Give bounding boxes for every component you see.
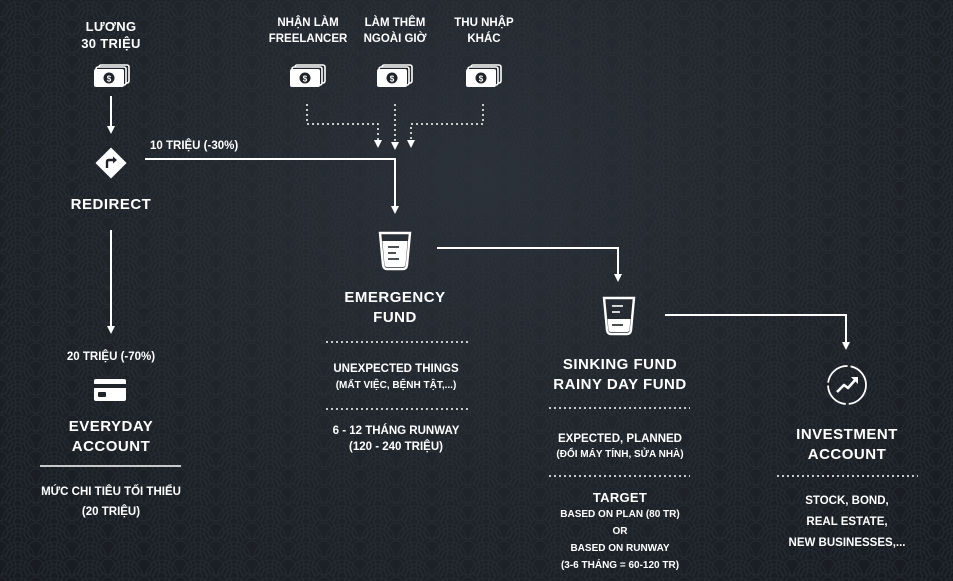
investment-description: STOCK, BOND, REAL ESTATE, NEW BUSINESSES… xyxy=(757,491,937,554)
sinking-title: SINKING FUND RAINY DAY FUND xyxy=(530,355,710,395)
salary-label-line1: LƯƠNG xyxy=(85,19,137,34)
freelancer-label-line2: FREELANCER xyxy=(268,33,348,45)
money-stack-icon: $ xyxy=(466,64,502,87)
svg-text:$: $ xyxy=(390,75,395,84)
arrow-emergency-to-sinking xyxy=(437,247,622,282)
sinking-title-line1: SINKING FUND xyxy=(562,356,678,373)
other-income-label: THU NHẬP KHÁC xyxy=(434,15,534,47)
flow-label-emergency: 10 TRIỆU (-30%) xyxy=(150,140,239,152)
arrow-sinking-to-investment xyxy=(665,314,850,350)
sinking-desc-line2: (ĐỔI MÁY TÍNH, SỬA NHÀ) xyxy=(556,449,684,460)
dotted-freelancer-feed xyxy=(306,104,382,148)
everyday-title-line2: ACCOUNT xyxy=(71,438,151,455)
sinking-target-line3: BASED ON RUNWAY xyxy=(570,543,670,554)
emergency-description: UNEXPECTED THINGS (MẤT VIỆC, BỆNH TẬT,..… xyxy=(300,361,492,395)
investment-desc-line3: NEW BUSINESSES,... xyxy=(788,537,906,549)
investment-desc-line2: REAL ESTATE, xyxy=(806,516,888,528)
emergency-desc-line2: (MẤT VIỆC, BỆNH TẬT,...) xyxy=(335,380,457,391)
sinking-target-line1: BASED ON PLAN (80 TR) xyxy=(560,509,680,520)
sinking-title-line2: RAINY DAY FUND xyxy=(553,376,687,393)
redirect-label: REDIRECT xyxy=(70,196,152,213)
sinking-description: EXPECTED, PLANNED (ĐỔI MÁY TÍNH, SỬA NHÀ… xyxy=(525,431,715,462)
investment-title-line1: INVESTMENT xyxy=(796,426,898,443)
measuring-cup-low-icon xyxy=(602,296,636,336)
everyday-desc-line2: (20 TRIỆU) xyxy=(81,506,141,518)
everyday-description: MỨC CHI TIÊU TỐI THIỂU (20 TRIỆU) xyxy=(16,482,206,522)
money-stack-icon: $ xyxy=(94,64,130,87)
everyday-title: EVERYDAY ACCOUNT xyxy=(31,417,191,457)
sinking-desc-line1: EXPECTED, PLANNED xyxy=(558,433,682,445)
freelancer-label-line1: NHẬN LÀM xyxy=(277,17,339,29)
other-income-label-line1: THU NHẬP xyxy=(454,17,514,29)
emergency-title: EMERGENCY FUND xyxy=(315,288,475,328)
money-stack-icon: $ xyxy=(290,64,326,87)
investment-title: INVESTMENT ACCOUNT xyxy=(767,425,927,465)
svg-text:$: $ xyxy=(303,75,308,84)
emergency-runway: 6 - 12 THÁNG RUNWAY (120 - 240 TRIỆU) xyxy=(300,423,492,455)
emergency-runway-line1: 6 - 12 THÁNG RUNWAY xyxy=(332,425,460,437)
overtime-label-line1: LÀM THÊM xyxy=(364,17,426,29)
freelancer-label: NHẬN LÀM FREELANCER xyxy=(256,15,360,47)
sinking-target-line4: (3-6 THÁNG = 60-120 TR) xyxy=(560,560,680,571)
everyday-title-line1: EVERYDAY xyxy=(68,418,154,435)
arrow-redirect-to-emergency xyxy=(145,158,399,214)
dotted-other-feed xyxy=(407,104,484,148)
emergency-title-line1: EMERGENCY xyxy=(344,289,446,306)
overtime-label: LÀM THÊM NGOÀI GIỜ xyxy=(345,15,445,47)
growth-chart-icon xyxy=(827,365,867,405)
overtime-label-line2: NGOÀI GIỜ xyxy=(363,33,427,45)
emergency-title-line2: FUND xyxy=(373,309,417,326)
investment-desc-line1: STOCK, BOND, xyxy=(805,495,889,507)
salary-label-line2: 30 TRIỆU xyxy=(81,36,141,51)
other-income-label-line2: KHÁC xyxy=(467,33,501,45)
emergency-desc-line1: UNEXPECTED THINGS xyxy=(333,363,459,375)
investment-title-line2: ACCOUNT xyxy=(807,446,887,463)
flow-label-everyday: 20 TRIỆU (-70%) xyxy=(66,351,156,363)
everyday-desc-line1: MỨC CHI TIÊU TỐI THIỂU xyxy=(41,486,181,498)
sinking-target: TARGET BASED ON PLAN (80 TR) OR BASED ON… xyxy=(520,489,720,574)
sinking-target-title: TARGET xyxy=(592,490,648,505)
emergency-runway-line2: (120 - 240 TRIỆU) xyxy=(349,441,443,453)
salary-label: LƯƠNG 30 TRIỆU xyxy=(61,18,161,52)
redirect-sign-icon xyxy=(95,147,127,179)
sinking-target-line2: OR xyxy=(612,526,628,537)
svg-text:$: $ xyxy=(107,75,112,84)
money-stack-icon: $ xyxy=(377,64,413,87)
measuring-cup-high-icon xyxy=(378,231,412,271)
credit-card-icon xyxy=(94,379,126,401)
svg-text:$: $ xyxy=(479,75,484,84)
